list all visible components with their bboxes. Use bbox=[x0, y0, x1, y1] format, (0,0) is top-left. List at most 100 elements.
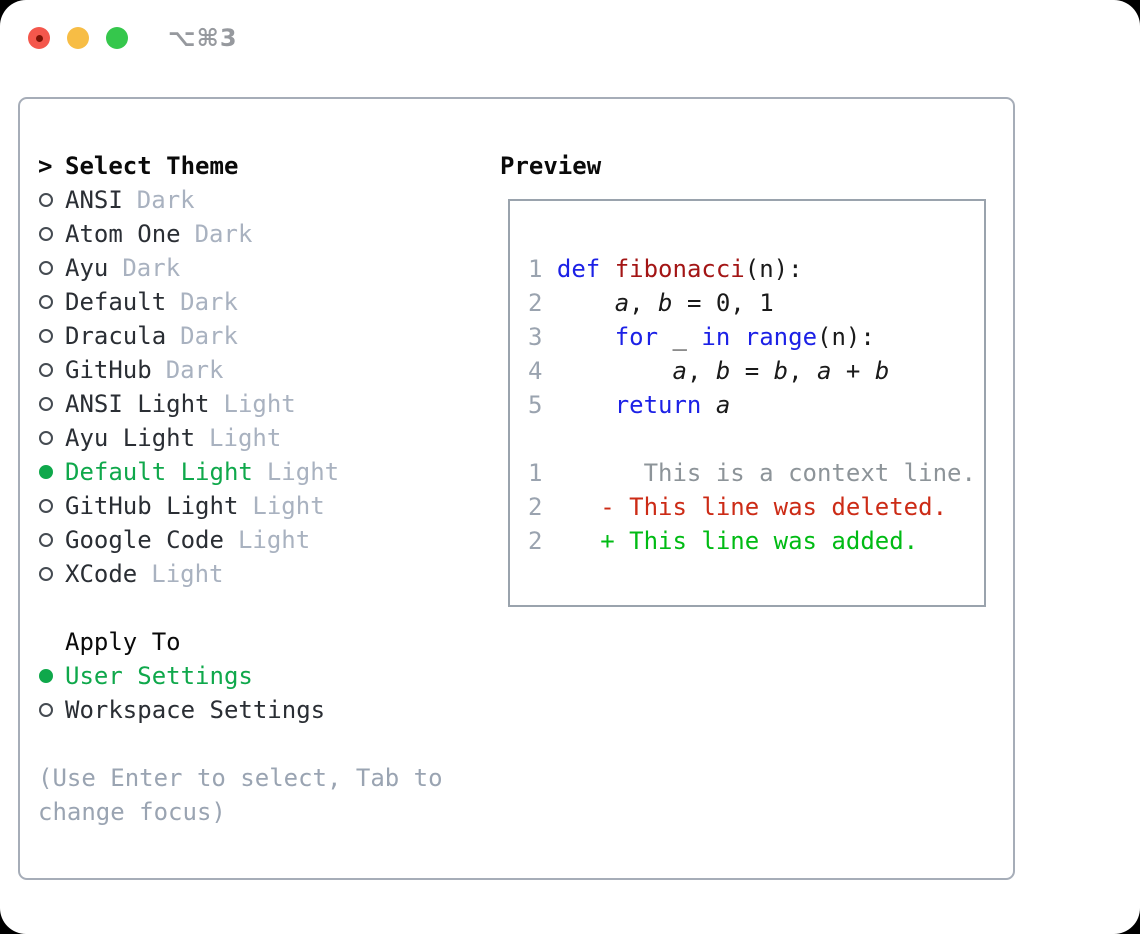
code-token: - This line was deleted. bbox=[556, 493, 948, 521]
theme-variant-tag: Dark bbox=[180, 288, 238, 316]
theme-item-label: Ayu bbox=[65, 254, 109, 282]
code-token: fibonacci bbox=[614, 255, 745, 283]
theme-item-label: Dracula bbox=[65, 322, 167, 350]
theme-variant-tag: Light bbox=[209, 424, 282, 452]
diff-deleted-line: 2 - This line was deleted. bbox=[528, 490, 984, 524]
code-token: + bbox=[831, 357, 875, 385]
code-line-2: 2 a, b = 0, 1 bbox=[528, 286, 984, 320]
theme-variant-tag: Dark bbox=[180, 322, 238, 350]
line-number: 1 bbox=[528, 459, 543, 487]
code-token: a bbox=[817, 357, 832, 385]
code-token: a bbox=[672, 357, 687, 385]
theme-variant-tag: Light bbox=[151, 560, 224, 588]
radio-icon bbox=[39, 363, 53, 377]
theme-item-label: Atom One bbox=[65, 220, 181, 248]
apply-option-user-settings[interactable]: User Settings bbox=[38, 659, 478, 693]
code-token: + This line was added. bbox=[556, 527, 919, 555]
code-token: a bbox=[614, 289, 630, 317]
close-button[interactable] bbox=[28, 27, 50, 49]
theme-variant-tag: Dark bbox=[194, 220, 253, 248]
code-line-3: 3 for _ in range(n): bbox=[528, 320, 984, 354]
code-token: (n): bbox=[817, 323, 875, 351]
apply-to-title: Apply To bbox=[65, 628, 181, 656]
theme-variant-tag: Light bbox=[252, 492, 325, 520]
line-number: 1 bbox=[528, 255, 543, 283]
theme-item-label: Ayu Light bbox=[65, 424, 196, 452]
code-token: = bbox=[730, 357, 774, 385]
theme-item-google-code[interactable]: Google Code Light bbox=[38, 523, 478, 557]
code-token: a bbox=[715, 391, 731, 419]
radio-icon bbox=[39, 329, 53, 343]
theme-item-ansi-light[interactable]: ANSI Light Light bbox=[38, 387, 478, 421]
code-token: range bbox=[744, 323, 818, 351]
theme-variant-tag: Light bbox=[266, 458, 340, 486]
code-token: , bbox=[686, 357, 716, 385]
radio-marker bbox=[38, 465, 65, 479]
radio-icon bbox=[39, 499, 53, 513]
theme-variant-tag: Light bbox=[237, 526, 311, 554]
theme-item-default[interactable]: Default Dark bbox=[38, 285, 478, 319]
radio-selected-icon bbox=[39, 465, 53, 479]
radio-icon bbox=[39, 533, 53, 547]
theme-item-ayu[interactable]: Ayu Dark bbox=[38, 251, 478, 285]
code-token: b bbox=[773, 357, 789, 385]
radio-selected-icon bbox=[39, 669, 53, 683]
blank-line bbox=[528, 422, 984, 456]
radio-icon bbox=[39, 431, 53, 445]
code-token: , bbox=[788, 357, 818, 385]
theme-item-atom-one[interactable]: Atom One Dark bbox=[38, 217, 478, 251]
theme-variant-tag: Light bbox=[223, 390, 296, 418]
radio-icon bbox=[39, 295, 53, 309]
theme-picker-header: > Select Theme bbox=[38, 149, 478, 183]
preview-title: Preview bbox=[500, 152, 602, 180]
code-token: b bbox=[658, 289, 673, 317]
radio-icon bbox=[39, 193, 53, 207]
radio-marker bbox=[38, 533, 65, 547]
minimize-button[interactable] bbox=[67, 27, 89, 49]
theme-item-label: Google Code bbox=[65, 526, 224, 554]
diff-added-line: 2 + This line was added. bbox=[528, 524, 984, 558]
radio-icon bbox=[39, 397, 53, 411]
code-token bbox=[557, 323, 615, 351]
theme-variant-tag: Dark bbox=[122, 254, 181, 282]
code-token: b bbox=[715, 357, 731, 385]
theme-item-label: ANSI bbox=[65, 186, 123, 214]
apply-option-label: User Settings bbox=[65, 662, 253, 690]
theme-item-dracula[interactable]: Dracula Dark bbox=[38, 319, 478, 353]
radio-marker bbox=[38, 703, 65, 717]
radio-marker bbox=[38, 567, 65, 581]
line-number: 2 bbox=[528, 527, 543, 555]
apply-option-label: Workspace Settings bbox=[65, 696, 326, 724]
code-token: return bbox=[614, 391, 702, 419]
code-token: _ bbox=[658, 323, 702, 351]
radio-marker bbox=[38, 261, 65, 275]
code-token bbox=[600, 255, 614, 283]
theme-item-ayu-light[interactable]: Ayu Light Light bbox=[38, 421, 478, 455]
zoom-button[interactable] bbox=[106, 27, 128, 49]
apply-option-workspace-settings[interactable]: Workspace Settings bbox=[38, 693, 478, 727]
keyboard-shortcut-label: ⌥⌘3 bbox=[168, 24, 238, 52]
modified-indicator-dot bbox=[36, 35, 43, 42]
code-token bbox=[557, 357, 673, 385]
code-line-4: 4 a, b = b, a + b bbox=[528, 354, 984, 388]
code-token: , bbox=[629, 289, 659, 317]
theme-item-label: ANSI Light bbox=[65, 390, 210, 418]
line-number: 2 bbox=[528, 493, 543, 521]
spacer-row bbox=[38, 591, 478, 625]
radio-icon bbox=[39, 227, 53, 241]
theme-variant-tag: Dark bbox=[165, 356, 224, 384]
line-number: 5 bbox=[528, 391, 543, 419]
code-token: (n): bbox=[744, 255, 803, 283]
radio-marker bbox=[38, 193, 65, 207]
line-number: 2 bbox=[528, 289, 543, 317]
theme-item-label: Default bbox=[65, 288, 167, 316]
